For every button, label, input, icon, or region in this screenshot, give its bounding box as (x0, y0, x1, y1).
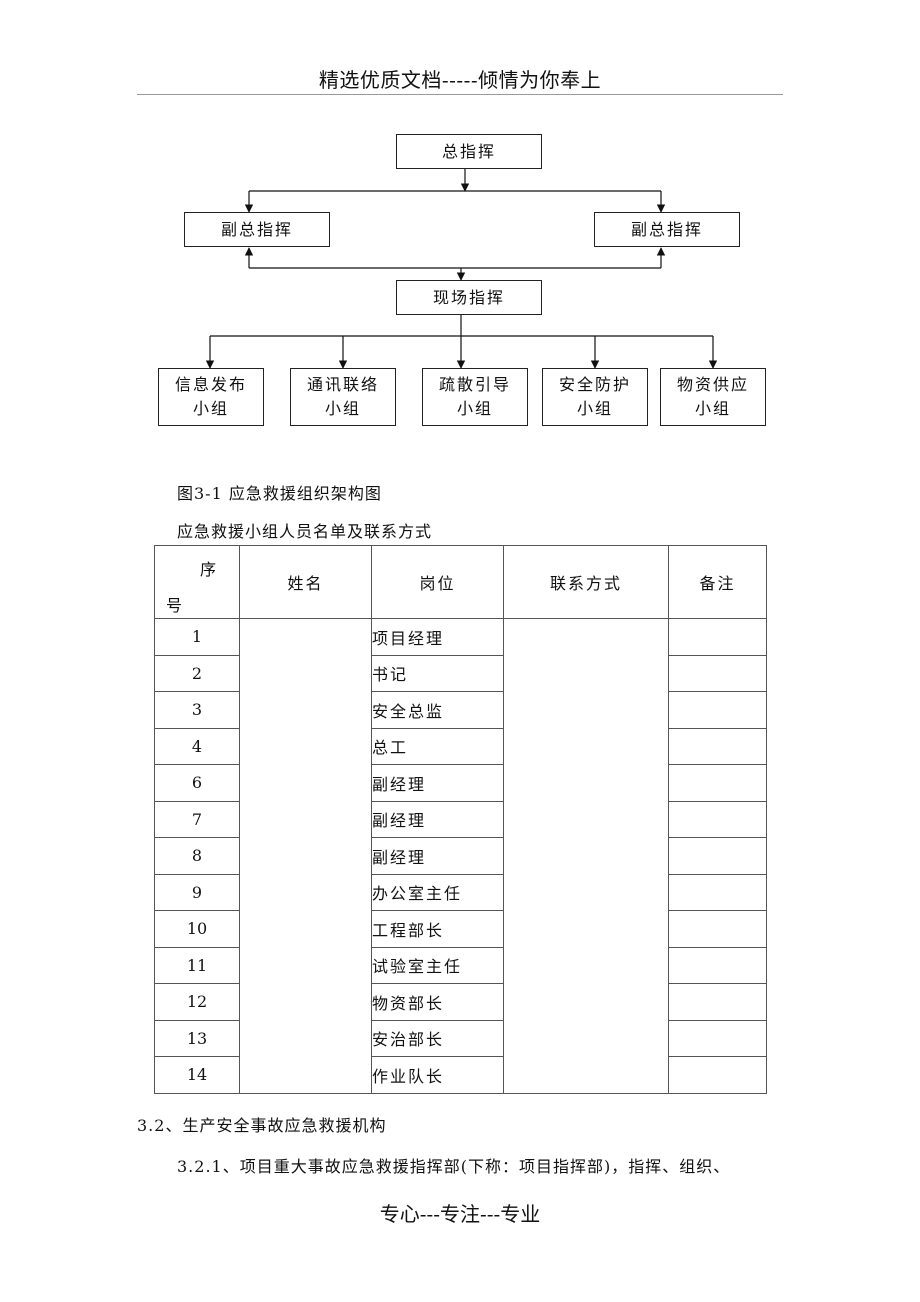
org-box-deputy-left: 副总指挥 (184, 212, 330, 247)
team-line1: 安全防护 (558, 375, 631, 394)
table-row: 6 副经理 (154, 764, 767, 802)
row-number: 9 (154, 873, 240, 911)
table-row: 1 项目经理 (154, 618, 767, 1094)
org-box-team-safety: 安全防护 小组 (542, 368, 648, 426)
header-seq: 序 号 (154, 545, 240, 619)
header-seq-part1: 序 (200, 560, 217, 579)
table-row: 8 副经理 (154, 837, 767, 875)
remark-cell (668, 654, 767, 692)
row-position: 书记 (371, 654, 504, 692)
row-position: 安治部长 (371, 1019, 504, 1057)
name-cell (239, 618, 372, 1094)
row-number: 4 (154, 727, 240, 765)
figure-caption: 图3-1 应急救援组织架构图 (177, 484, 382, 503)
table-header-row: 序 号 姓名 岗位 联系方式 备注 (154, 545, 767, 619)
contact-cell (503, 618, 669, 1094)
org-chart-connectors (205, 169, 718, 369)
row-number: 11 (154, 946, 240, 984)
org-box-team-info: 信息发布 小组 (158, 368, 264, 426)
team-line2: 小组 (456, 399, 493, 418)
row-position: 安全总监 (371, 691, 504, 729)
table-row: 9 办公室主任 (154, 873, 767, 911)
table-row: 2 书记 (154, 654, 767, 692)
remark-cell (668, 691, 767, 729)
header-name: 姓名 (239, 545, 372, 619)
row-position: 作业队长 (371, 1056, 504, 1094)
team-line2: 小组 (324, 399, 361, 418)
remark-cell (668, 946, 767, 984)
table-row: 12 物资部长 (154, 983, 767, 1021)
row-position: 副经理 (371, 764, 504, 802)
row-position: 办公室主任 (371, 873, 504, 911)
table-row: 4 总工 (154, 727, 767, 765)
table-row: 14 作业队长 (154, 1056, 767, 1094)
org-box-team-comms: 通讯联络 小组 (290, 368, 396, 426)
remark-cell (668, 1019, 767, 1057)
section-heading: 3.2、生产安全事故应急救援机构 (137, 1116, 387, 1135)
roster-table: 序 号 姓名 岗位 联系方式 备注 1 项目经理 2 书记 3 安全总监 (154, 545, 767, 1094)
team-line2: 小组 (694, 399, 731, 418)
row-number: 3 (154, 691, 240, 729)
remark-cell (668, 764, 767, 802)
header-remark: 备注 (668, 545, 767, 619)
remark-cell (668, 983, 767, 1021)
table-row: 13 安治部长 (154, 1019, 767, 1057)
remark-cell (668, 800, 767, 838)
team-line2: 小组 (576, 399, 613, 418)
row-position: 项目经理 (371, 618, 504, 656)
row-number: 13 (154, 1019, 240, 1057)
remark-cell (668, 910, 767, 948)
row-number: 10 (154, 910, 240, 948)
org-box-team-supply: 物资供应 小组 (660, 368, 766, 426)
table-caption: 应急救援小组人员名单及联系方式 (177, 522, 433, 541)
row-position: 试验室主任 (371, 946, 504, 984)
team-line1: 信息发布 (174, 375, 247, 394)
org-box-deputy-right: 副总指挥 (594, 212, 740, 247)
remark-cell (668, 727, 767, 765)
header-seq-part2: 号 (166, 596, 183, 615)
row-position: 工程部长 (371, 910, 504, 948)
team-line1: 物资供应 (676, 375, 749, 394)
remark-cell (668, 618, 767, 656)
remark-cell (668, 1056, 767, 1094)
page-header: 精选优质文档-----倾情为你奉上 (318, 68, 602, 92)
team-line1: 疏散引导 (438, 375, 511, 394)
team-line2: 小组 (192, 399, 229, 418)
row-position: 副经理 (371, 837, 504, 875)
team-line1: 通讯联络 (306, 375, 379, 394)
section-paragraph: 3.2.1、项目重大事故应急救援指挥部(下称：项目指挥部)，指挥、组织、 (177, 1157, 731, 1176)
remark-cell (668, 873, 767, 911)
org-box-field-commander: 现场指挥 (396, 280, 542, 315)
row-number: 6 (154, 764, 240, 802)
row-number: 1 (154, 618, 240, 656)
table-row: 7 副经理 (154, 800, 767, 838)
org-box-team-evacuation: 疏散引导 小组 (422, 368, 528, 426)
row-position: 物资部长 (371, 983, 504, 1021)
header-contact: 联系方式 (503, 545, 669, 619)
org-box-commander: 总指挥 (396, 134, 542, 169)
row-position: 总工 (371, 727, 504, 765)
row-number: 12 (154, 983, 240, 1021)
row-number: 8 (154, 837, 240, 875)
table-row: 11 试验室主任 (154, 946, 767, 984)
row-position: 副经理 (371, 800, 504, 838)
header-position: 岗位 (371, 545, 504, 619)
row-number: 14 (154, 1056, 240, 1094)
table-row: 10 工程部长 (154, 910, 767, 948)
page-footer: 专心---专注---专业 (379, 1202, 541, 1226)
row-number: 2 (154, 654, 240, 692)
header-rule (137, 94, 783, 95)
remark-cell (668, 837, 767, 875)
row-number: 7 (154, 800, 240, 838)
